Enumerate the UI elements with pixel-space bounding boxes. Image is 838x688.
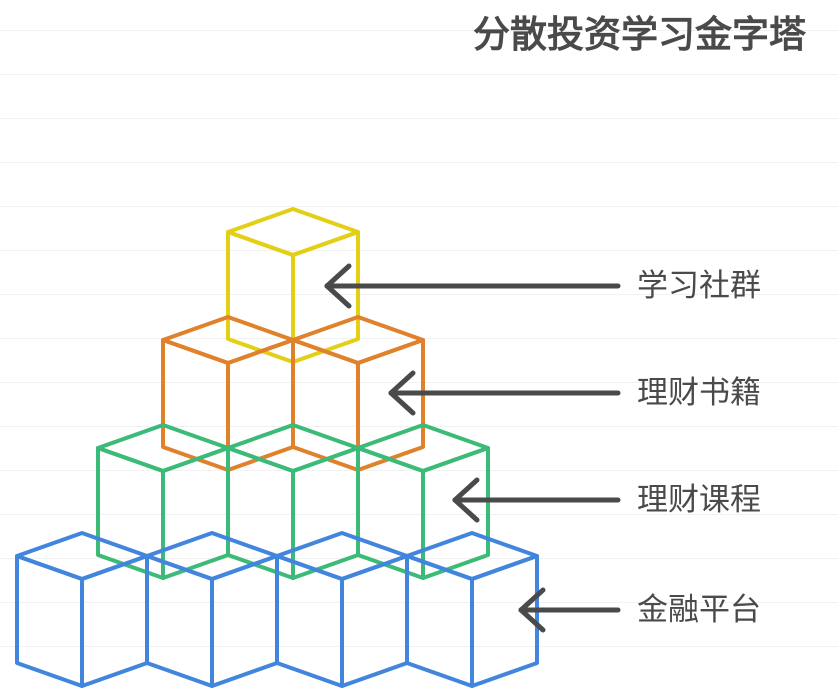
- pyramid-level-2: [161, 315, 425, 472]
- callout-arrow: [452, 477, 621, 523]
- cube: [15, 531, 149, 688]
- cube-top-face: [15, 531, 149, 581]
- pyramid-level-4-base: [15, 531, 539, 688]
- callout-arrow: [388, 370, 621, 416]
- callout-label-level-1-top: 学习社群: [637, 268, 761, 303]
- arrow-head-upper: [452, 477, 480, 503]
- cube: [275, 531, 409, 688]
- cube-right-face: [421, 446, 490, 580]
- cube: [405, 531, 539, 688]
- callout-label-level-4-base: 金融平台: [637, 592, 761, 627]
- cube-right-face: [210, 554, 279, 688]
- cube-top-face: [145, 531, 279, 581]
- cube-top-face: [226, 207, 360, 257]
- arrow-head-lower: [518, 607, 546, 633]
- pyramid-level-3: [96, 423, 490, 580]
- cube: [356, 423, 490, 580]
- cube-left-face: [15, 554, 84, 688]
- cube-top-face: [275, 531, 409, 581]
- callout-arrow: [324, 263, 621, 309]
- cube-right-face: [470, 554, 539, 688]
- callout-label-level-2: 理财书籍: [637, 375, 761, 410]
- arrow-head-upper: [388, 370, 416, 396]
- arrow-head-lower: [388, 390, 416, 416]
- cube-right-face: [80, 554, 149, 688]
- cube-right-face: [356, 338, 425, 472]
- arrow-head-lower: [452, 497, 480, 523]
- arrow-head-upper: [324, 263, 352, 289]
- cube: [145, 531, 279, 688]
- cube-top-face: [405, 531, 539, 581]
- cube-right-face: [340, 554, 409, 688]
- arrow-head-lower: [324, 283, 352, 309]
- page-title: 分散投资学习金字塔: [473, 14, 806, 55]
- callout-label-level-3: 理财课程: [637, 482, 761, 517]
- callout-arrow: [518, 587, 621, 633]
- arrow-head-upper: [518, 587, 546, 613]
- callout-arrows-group: [324, 263, 621, 633]
- cubes-group: [15, 207, 539, 688]
- cube-right-face: [291, 230, 360, 364]
